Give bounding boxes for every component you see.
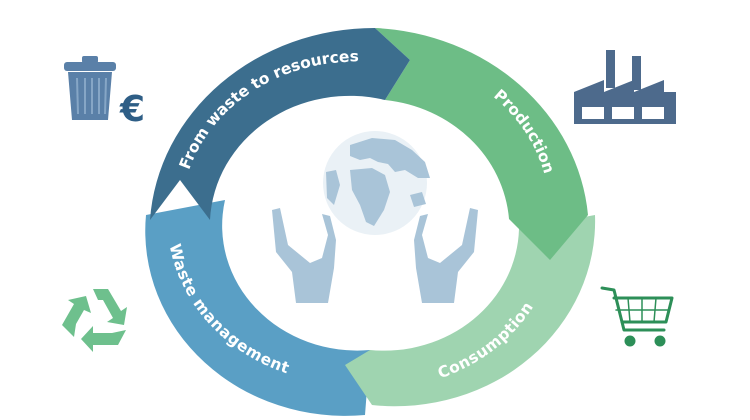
segment-waste-management bbox=[145, 200, 370, 416]
trash-can-icon bbox=[64, 56, 116, 120]
segment-consumption bbox=[345, 215, 596, 407]
left-hand-icon bbox=[272, 208, 336, 303]
segment-waste-to-resources bbox=[150, 27, 410, 220]
euro-icon: € bbox=[119, 89, 145, 130]
right-hand-icon bbox=[414, 208, 478, 303]
segment-production bbox=[375, 28, 588, 260]
factory-icon bbox=[574, 50, 676, 124]
recycle-icon bbox=[62, 289, 127, 352]
globe-in-hands-icon bbox=[272, 131, 478, 303]
shopping-cart-icon bbox=[600, 286, 674, 347]
